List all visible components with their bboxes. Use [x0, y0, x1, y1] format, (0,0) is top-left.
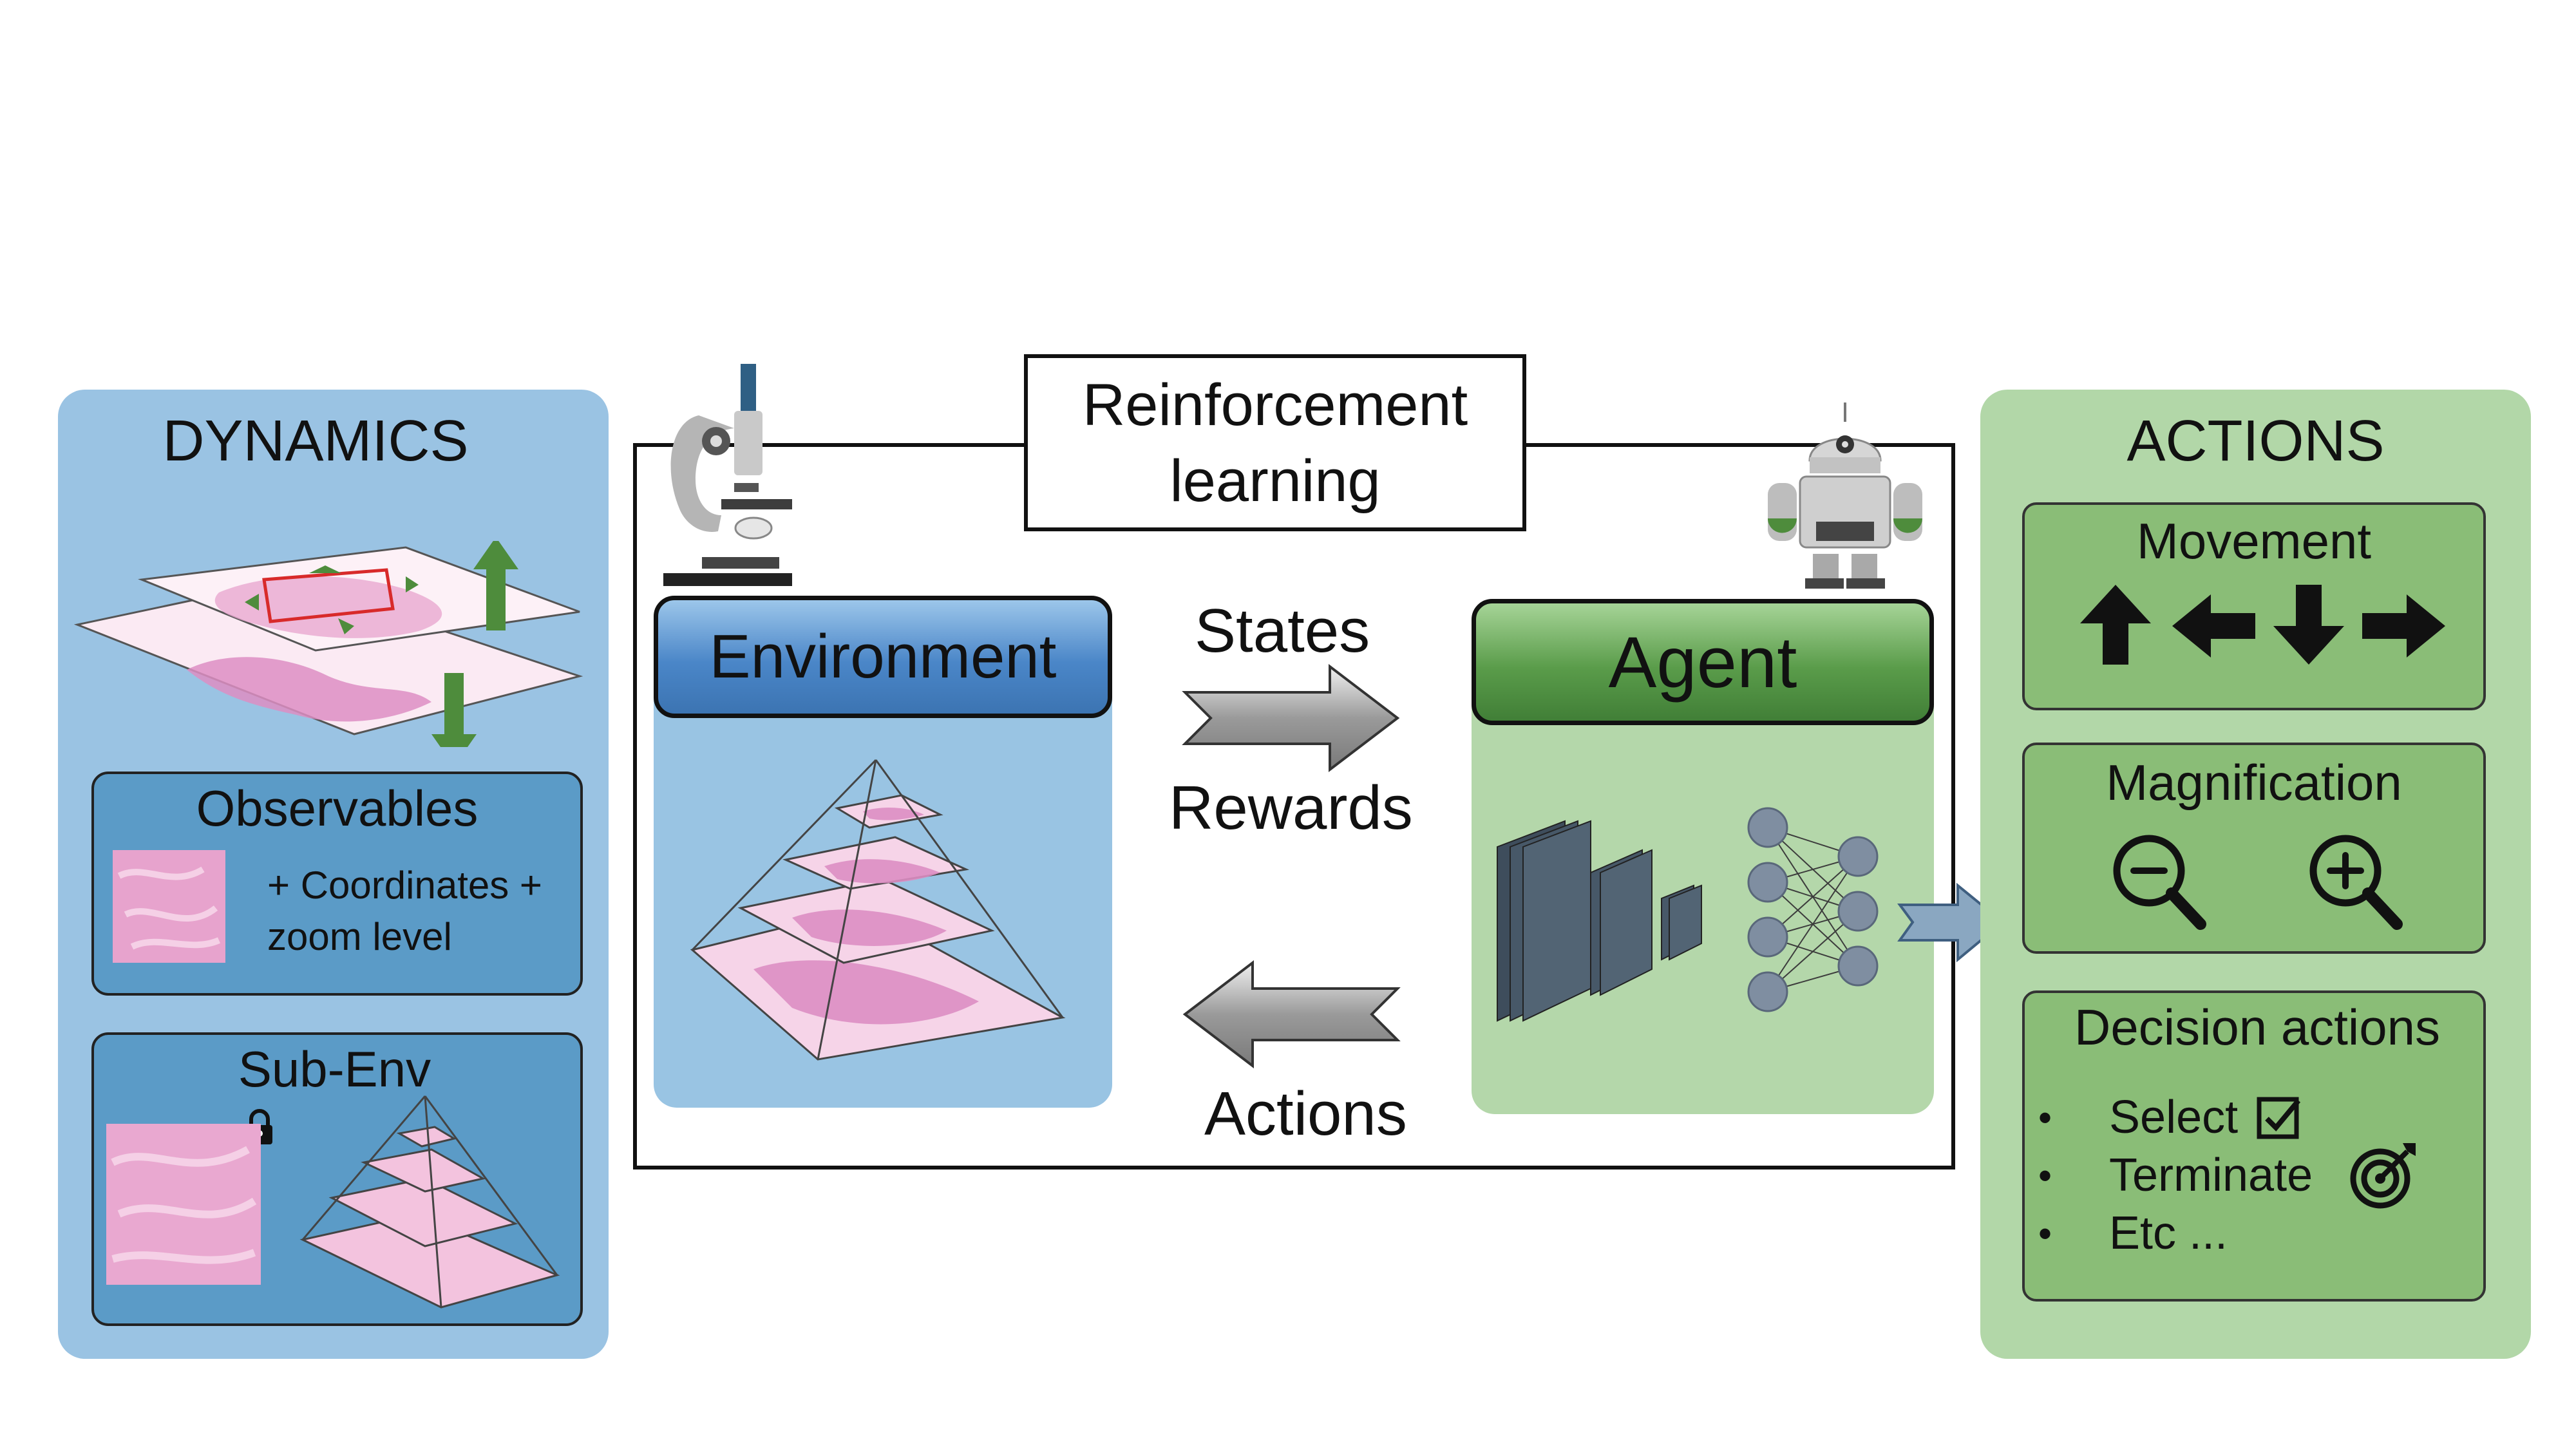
bullet: • — [2038, 1153, 2052, 1197]
decision-actions-title: Decision actions — [2074, 998, 2440, 1056]
environment-title: Environment — [709, 622, 1057, 691]
decision-item-label: Etc ... — [2109, 1208, 2228, 1259]
sub-env-tissue-image — [106, 1124, 261, 1285]
observables-coordinates-text: + Coordinates + — [267, 864, 542, 907]
dynamics-title: DYNAMICS — [162, 408, 469, 473]
stacked-slides-illustration — [73, 541, 583, 747]
actions-title: ACTIONS — [2126, 408, 2385, 473]
tissue-patch-image — [113, 850, 225, 963]
agent-header: Agent — [1472, 599, 1934, 725]
checkbox-checked-icon — [2257, 1097, 2301, 1139]
rl-label-line2: learning — [1170, 448, 1381, 514]
environment-pyramid-illustration — [690, 759, 1066, 1061]
decision-item-label: Select — [2109, 1092, 2239, 1143]
zoom-out-icon — [2113, 835, 2206, 930]
observables-zoom-text: zoom level — [267, 915, 452, 958]
decision-actions-list: • Select • Terminate • Etc ... — [2038, 1088, 2463, 1262]
microscope-icon — [663, 364, 792, 586]
robot-icon — [1768, 402, 1922, 589]
observables-title: Observables — [196, 779, 478, 837]
decision-item-select: • Select — [2038, 1088, 2463, 1146]
states-label: States — [1195, 596, 1370, 665]
actions-arrow — [1182, 960, 1401, 1069]
target-icon — [2350, 1143, 2416, 1209]
neural-network-icon — [1747, 807, 1879, 1012]
sub-env-title: Sub-Env — [238, 1040, 431, 1097]
arrow-down-icon — [2273, 585, 2344, 665]
magnification-box — [2022, 743, 2486, 954]
rl-label-line1: Reinforcement — [1082, 372, 1468, 438]
decision-item-label: Terminate — [2109, 1150, 2313, 1201]
decision-item-terminate: • Terminate — [2038, 1143, 2463, 1209]
reinforcement-learning-label: Reinforcement learning — [1024, 354, 1526, 531]
bullet: • — [2038, 1211, 2052, 1255]
agent-to-actions-arrow — [1897, 882, 2005, 963]
magnification-title: Magnification — [2106, 753, 2402, 811]
states-rewards-arrow — [1182, 663, 1400, 773]
movement-title: Movement — [2136, 512, 2372, 569]
bullet: • — [2038, 1095, 2052, 1139]
decision-item-etc: • Etc ... — [2038, 1204, 2463, 1262]
actions-label: Actions — [1204, 1079, 1407, 1148]
arrow-left-icon — [2172, 594, 2255, 658]
sub-env-pyramid-illustration — [299, 1095, 560, 1309]
rewards-label: Rewards — [1169, 773, 1413, 842]
agent-title: Agent — [1608, 621, 1797, 703]
cnn-layers-icon — [1497, 820, 1702, 1022]
zoom-in-icon — [2309, 835, 2403, 930]
arrow-up-icon — [2080, 585, 2151, 665]
arrow-right-icon — [2362, 594, 2445, 658]
environment-header: Environment — [654, 596, 1112, 718]
